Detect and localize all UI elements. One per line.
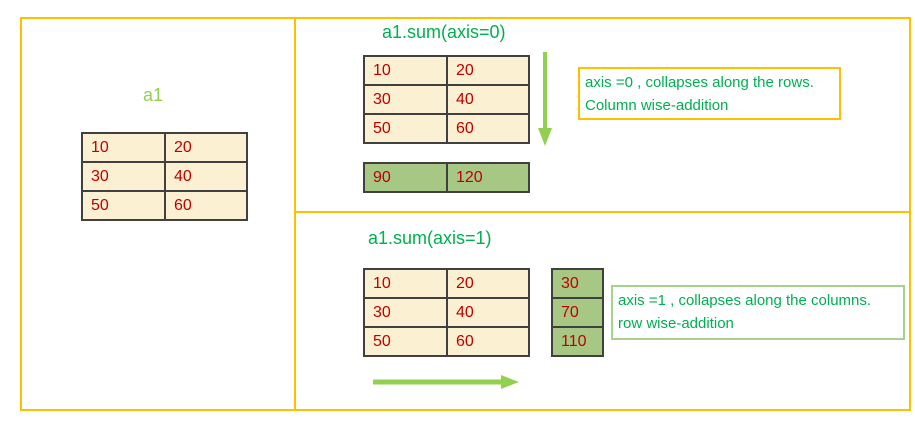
- result-cell: 30: [553, 270, 602, 297]
- table-cell: 30: [83, 163, 164, 190]
- down-arrow-icon: [538, 52, 552, 146]
- right-arrow-icon: [373, 375, 519, 389]
- axis1-source-table: 10 20 30 40 50 60: [363, 268, 530, 357]
- table-cell: 10: [365, 270, 446, 297]
- table-cell: 30: [365, 299, 446, 326]
- array-label-a1: a1: [143, 85, 164, 105]
- table-cell: 10: [83, 134, 164, 161]
- table-cell: 20: [166, 134, 246, 161]
- axis0-title: a1.sum(axis=0): [382, 22, 506, 42]
- vertical-divider: [294, 17, 296, 411]
- axis1-result-column: 30 70 110: [551, 268, 604, 357]
- axis1-annotation-line2: row wise-addition: [618, 315, 734, 332]
- result-cell: 120: [448, 164, 528, 191]
- result-cell: 90: [365, 164, 446, 191]
- table-cell: 60: [166, 192, 246, 219]
- table-cell: 60: [448, 328, 528, 355]
- table-cell: 50: [365, 115, 446, 142]
- axis0-annotation-line2: Column wise-addition: [585, 97, 729, 114]
- table-cell: 10: [365, 57, 446, 84]
- table-cell: 20: [448, 270, 528, 297]
- axis0-annotation-box: axis =0 , collapses along the rows. Colu…: [578, 67, 841, 120]
- table-cell: 20: [448, 57, 528, 84]
- result-cell: 110: [553, 328, 602, 355]
- table-cell: 50: [365, 328, 446, 355]
- table-cell: 50: [83, 192, 164, 219]
- table-cell: 60: [448, 115, 528, 142]
- axis1-annotation-box: axis =1 , collapses along the columns. r…: [611, 285, 905, 340]
- table-cell: 40: [166, 163, 246, 190]
- axis0-annotation-line1: axis =0 , collapses along the rows.: [585, 74, 814, 91]
- table-cell: 40: [448, 299, 528, 326]
- array-a1-table: 10 20 30 40 50 60: [81, 132, 248, 221]
- axis1-title: a1.sum(axis=1): [368, 228, 492, 248]
- result-cell: 70: [553, 299, 602, 326]
- outer-frame: [20, 17, 911, 411]
- axis0-source-table: 10 20 30 40 50 60: [363, 55, 530, 144]
- table-cell: 30: [365, 86, 446, 113]
- horizontal-divider: [294, 211, 911, 213]
- axis1-annotation-line1: axis =1 , collapses along the columns.: [618, 292, 872, 309]
- table-cell: 40: [448, 86, 528, 113]
- axis0-result-row: 90 120: [363, 162, 530, 193]
